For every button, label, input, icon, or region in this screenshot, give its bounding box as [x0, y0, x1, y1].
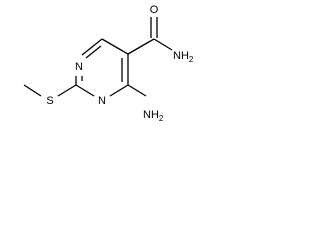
atom-n-ring-top: N: [75, 61, 83, 73]
bond-c5-amide-c: [127, 38, 155, 55]
atom-n-ring-bottom: N: [98, 95, 106, 107]
atom-sulfur: S: [46, 95, 53, 107]
bond-n3-c2: [75, 84, 95, 97]
amino-nh-text: NH: [143, 109, 159, 121]
amide-nh-text: NH: [173, 50, 189, 62]
atom-oxygen: O: [150, 4, 159, 16]
amino-nh2-subscript: 2: [159, 114, 164, 123]
amide-nh2-subscript: 2: [189, 55, 194, 64]
structure-diagram: N N S O NH2 NH2: [0, 0, 234, 140]
bond-c2-s: [57, 84, 77, 97]
molecule-drawing: N N S O NH2 NH2: [23, 4, 194, 123]
bond-c4-amino-n: [127, 84, 147, 97]
bond-n1-c6-inner: [85, 45, 102, 59]
bond-amide-c-n: [153, 38, 173, 51]
bond-c4-n3: [109, 84, 129, 97]
bond-c6-c5: [101, 38, 129, 55]
bond-s-ch3: [23, 84, 42, 97]
atom-amino-nh2: NH2: [143, 109, 164, 123]
atom-amide-nh2: NH2: [173, 50, 194, 64]
bond-n1-c6: [81, 38, 103, 56]
